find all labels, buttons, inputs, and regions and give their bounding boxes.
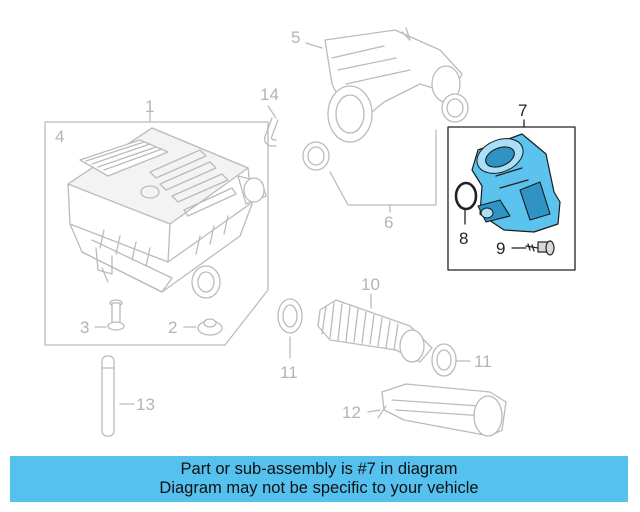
bolt-part-3: [107, 299, 125, 331]
air-guide-part-12: [377, 383, 507, 437]
bracket-6: [329, 129, 437, 206]
hose-part-14: [264, 117, 279, 147]
o-ring-part-8: [454, 181, 478, 211]
callout-6: 6: [384, 213, 393, 232]
assembly-7-frame: [447, 126, 576, 271]
callout-5: 5: [291, 28, 300, 47]
parts-diagram: 1 2 3 4 5 6 7 8 9 10 11 11 12 13 14: [44, 27, 576, 437]
callout-8: 8: [459, 229, 468, 248]
callout-13: 13: [136, 395, 155, 414]
clamp-ring-11b: [431, 343, 457, 377]
callout-1: 1: [145, 97, 154, 116]
banner-line-2: Diagram may not be specific to your vehi…: [159, 479, 479, 497]
callout-7: 7: [518, 101, 527, 120]
air-filter-element: [79, 139, 169, 177]
callout-14: 14: [260, 85, 279, 104]
grommet-part-2: [197, 318, 223, 336]
drain-tube-part-13: [101, 355, 115, 437]
callout-3: 3: [80, 318, 89, 337]
clamp-ring-right: [441, 93, 469, 123]
leader-5: [305, 42, 323, 49]
callout-9: 9: [496, 239, 505, 258]
clamp-ring-left: [302, 141, 330, 171]
callout-4: 4: [55, 127, 64, 146]
resonator-part-5: [324, 27, 463, 143]
info-banner: Part or sub-assembly is #7 in diagram Di…: [10, 456, 628, 502]
callout-11a: 11: [280, 363, 298, 382]
banner-line-1: Part or sub-assembly is #7 in diagram: [180, 460, 458, 478]
leader-12: [367, 409, 381, 413]
air-intake-duct-part-7: [471, 133, 561, 233]
intake-hose-part-10: [317, 299, 433, 363]
callout-10: 10: [361, 275, 380, 294]
callout-2: 2: [168, 318, 177, 337]
callout-11b: 11: [474, 352, 492, 371]
assembly-1-frame: [44, 121, 269, 346]
callout-12: 12: [342, 403, 361, 422]
bolt-part-9: [525, 240, 555, 256]
leader-14: [267, 105, 277, 119]
clamp-ring-11a: [277, 298, 303, 334]
